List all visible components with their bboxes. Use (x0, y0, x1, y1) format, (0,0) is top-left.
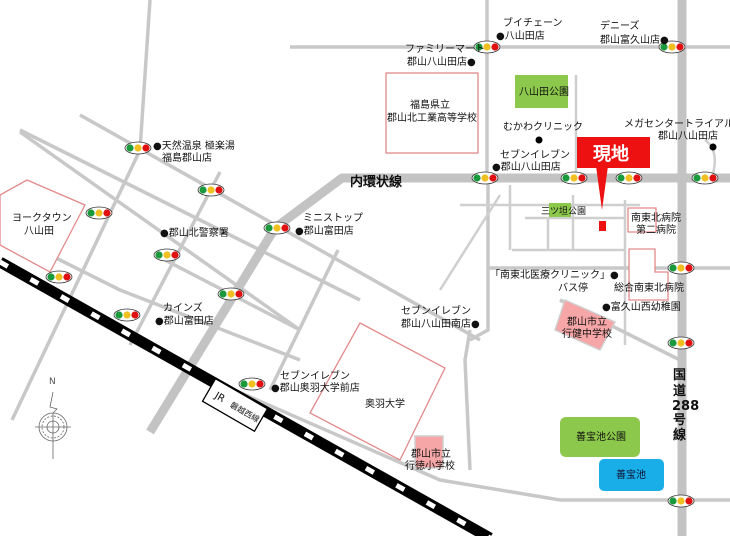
place-label: バス停 (558, 281, 588, 294)
place-label: 郡山北工業高等学校 (387, 111, 477, 124)
place-label: デニーズ (600, 19, 640, 32)
place-label: ファミリーマート (405, 44, 485, 55)
place-label: 行徳小学校 (405, 459, 455, 472)
place-label: 南東北病院 (631, 211, 681, 224)
traffic-light-icon (197, 183, 225, 197)
route-label-part: 国 (673, 368, 686, 383)
place-label: ●郡山富田店 (295, 224, 354, 237)
traffic-light-icon (153, 248, 181, 262)
poi-dot (709, 143, 717, 151)
sogo-nantoho-outline (628, 248, 669, 301)
route-label-part: 288 (672, 399, 699, 414)
traffic-light-icon (667, 261, 695, 275)
destination-marker[interactable]: 現地 (577, 137, 650, 231)
route-label-part: 線 (673, 427, 687, 443)
place-label: ●八山田店 (496, 29, 545, 42)
place-label: ミニストップ (303, 212, 363, 224)
compass-north-label: N (49, 377, 56, 387)
yayamada-park (515, 75, 568, 108)
poi-dot (535, 136, 543, 144)
route-288-label: 国 道 288 号 線 (672, 368, 699, 443)
traffic-light-icon (45, 270, 73, 284)
place-label: 第二病院 (636, 223, 676, 236)
place-label: 八山田 (24, 225, 54, 237)
route-label-part: 道 (673, 383, 686, 399)
traffic-light-icon (238, 377, 266, 391)
place-label: 郡山八山田店 (658, 129, 718, 142)
place-label: ●郡山八山田店 (492, 160, 561, 173)
place-label: 善宝池公園 (576, 430, 626, 443)
place-label: ブイチェーン (503, 16, 563, 29)
buildings (0, 72, 669, 491)
traffic-light-icon (263, 221, 291, 235)
mitsutsubo-park-area (549, 203, 571, 217)
compass-icon: N (35, 377, 71, 459)
jr-railway: JR 磐越西線 (0, 257, 493, 536)
junior-high-building (554, 298, 617, 351)
place-label: セブンイレブン (500, 148, 570, 161)
place-label: 郡山市立 (567, 315, 607, 328)
place-label: メガセンタートライアル (624, 118, 730, 130)
place-label: カインズ (163, 301, 203, 314)
nantoho-second-outline (627, 207, 657, 233)
destination-site (599, 221, 606, 231)
place-label: 福島県立 (410, 98, 450, 111)
place-label: ●天然温泉 極楽湯 (153, 139, 235, 152)
place-label: ヨークタウン (12, 212, 72, 224)
place-label: 「南東北医療クリニック」● (490, 268, 619, 281)
place-label: 郡山八山田店● (407, 55, 476, 68)
traffic-light-icon (124, 141, 152, 155)
traffic-light-icon (691, 171, 719, 185)
marker-label: 現地 (593, 143, 629, 165)
place-label: 八山田公園 (519, 86, 569, 98)
zenpo-pond (599, 459, 664, 491)
place-label: ●富久山西幼稚園 (602, 300, 681, 313)
place-label: ●郡山奥羽大学前店 (271, 381, 360, 394)
traffic-light-icon (473, 40, 501, 54)
place-label: 郡山富久山店● (600, 33, 669, 46)
traffic-light-icon (658, 40, 686, 54)
traffic-light-icon (85, 206, 113, 220)
ou-university-outline (309, 322, 446, 461)
place-label: 善宝池 (616, 468, 646, 481)
place-label: セブンイレブン (280, 369, 350, 382)
traffic-light-icon (667, 336, 695, 350)
elementary-building (414, 435, 444, 469)
place-label: 郡山市立 (411, 447, 451, 460)
map-labels: 内環状線 国 道 288 号 線 ブイチェーン ●八山田店 デニーズ 郡山富久山… (12, 16, 730, 481)
inner-ring-road-label: 内環状線 (350, 174, 403, 190)
marker-box (577, 137, 650, 168)
place-label: ●郡山北警察署 (160, 226, 229, 239)
place-label: ●郡山富田店 (155, 314, 214, 327)
traffic-light-icon (615, 171, 643, 185)
place-label: 三ツ坦公園 (541, 206, 586, 217)
fukushima-school-outline (385, 72, 479, 154)
place-label: 福島郡山店 (162, 151, 212, 164)
jr-label: JR (212, 390, 227, 405)
place-label: セブンイレブン (401, 304, 471, 317)
traffic-light-icon (471, 171, 499, 185)
place-label: 郡山八山田南店● (401, 317, 480, 330)
traffic-light-icon (667, 494, 695, 508)
marker-pointer (596, 166, 608, 210)
place-label: むかわクリニック (503, 121, 583, 133)
zenpo-park (560, 417, 640, 457)
traffic-lights (45, 40, 719, 508)
jr-line-sign: JR 磐越西線 (201, 377, 269, 433)
yorktown-outline (0, 179, 86, 273)
route-label-part: 号 (673, 413, 686, 428)
place-label: 総合南東北病院 (614, 281, 684, 294)
traffic-light-icon (217, 287, 245, 301)
place-label: 奥羽大学 (365, 397, 405, 410)
traffic-light-icon (560, 171, 588, 185)
place-label: 行健中学校 (562, 327, 612, 340)
traffic-light-icon (113, 308, 141, 322)
